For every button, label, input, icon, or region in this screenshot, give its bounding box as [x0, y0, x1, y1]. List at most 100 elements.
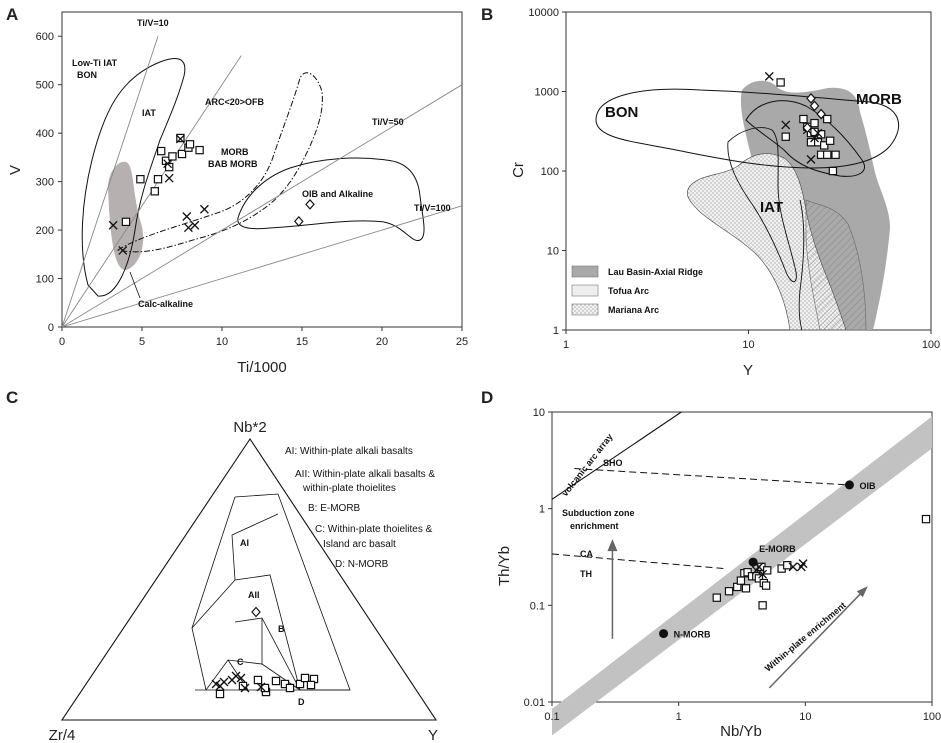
legend-swatch: [571, 265, 599, 278]
d-field-label: CA: [580, 549, 593, 559]
b-y-tick-label: 1: [553, 325, 559, 337]
a-x-tick-label: 0: [59, 336, 65, 348]
a-x-tick-label: 15: [296, 336, 308, 348]
a-x-tick-label: 5: [139, 336, 145, 348]
sho-boundary: [574, 468, 849, 486]
panel-a-points: [108, 133, 315, 255]
a-point-diamond: [305, 198, 315, 210]
d-field-label: TH: [580, 569, 592, 579]
a-field-label: BAB MORB: [208, 159, 258, 169]
a-field-label: Ti/V=50: [372, 117, 404, 127]
b-point-square: [823, 150, 832, 159]
b-point-cross: [810, 133, 819, 143]
ternary-field-label: AII: [248, 590, 260, 600]
within-plate-arrow-line: [768, 587, 867, 689]
ternary-legend-line: B: E-MORB: [308, 503, 361, 514]
reference-point-0: [659, 629, 669, 639]
c-point-cross: [231, 671, 241, 681]
d-field-label: Within-plate enrichment: [763, 600, 848, 674]
ternary-legend-line: Island arc basalt: [323, 539, 396, 550]
d-x-tick-label: 0.1: [544, 711, 559, 723]
b-field-label: BON: [605, 104, 638, 121]
a-y-tick-label: 100: [36, 274, 54, 286]
b-point-square: [781, 132, 790, 141]
reference-point-2: [844, 480, 854, 490]
c-point-square: [271, 676, 281, 686]
legend-swatch: [571, 303, 599, 316]
b-point-cross: [806, 154, 816, 164]
c-point-square: [215, 689, 225, 699]
ternary-field-boundary: [205, 618, 263, 691]
legend-label: Tofua Arc: [608, 286, 649, 296]
a-point-square: [177, 149, 187, 159]
ternary-apex-right: Y: [428, 727, 438, 743]
a-y-tick-label: 500: [36, 80, 54, 92]
ternary-legend-line: within-plate thoielites: [302, 483, 396, 494]
a-point-square: [150, 187, 159, 196]
a-point-cross: [175, 134, 185, 144]
morb-field-outline: [116, 72, 323, 253]
a-field-label: BON: [77, 70, 97, 80]
a-point-square: [153, 174, 163, 184]
calc-alkaline-leader: [129, 271, 141, 299]
b-point-diamond: [816, 108, 826, 120]
ternary-field-boundary: [191, 574, 301, 691]
d-field-label: Subduction zone: [562, 508, 635, 518]
ti-v-line-4: [61, 205, 463, 328]
a-x-tick-label: 20: [376, 336, 388, 348]
reference-point-label: N-MORB: [674, 630, 711, 640]
c-point-square: [300, 673, 310, 683]
a-point-square: [168, 152, 177, 161]
panel-b-fields: [595, 80, 900, 331]
ternary-field-label: D: [298, 697, 305, 707]
a-field-label: Calc-alkaline: [138, 299, 193, 309]
d-point-cross: [798, 559, 808, 569]
panel-letter-b: B: [481, 5, 493, 24]
b-point-diamond: [802, 122, 813, 134]
a-point-square: [121, 217, 131, 227]
b-y-tick-label: 10000: [528, 7, 559, 19]
d-y-tick-label: 0.1: [530, 600, 545, 612]
panel-a-fields: [81, 58, 425, 297]
d-point-square: [712, 593, 721, 602]
panel-a-y-axis-title: V: [7, 165, 24, 175]
a-point-square: [157, 146, 166, 156]
b-point-square: [831, 150, 840, 159]
panel-letter-a: A: [6, 5, 18, 24]
ca-th-boundary: [551, 553, 725, 570]
b-point-square: [825, 136, 835, 145]
ternary-field-label: AI: [240, 538, 249, 548]
d-point-square: [741, 584, 751, 593]
ternary-apex-left: Zr/4: [49, 727, 76, 743]
a-point-cross: [182, 212, 192, 221]
a-point-cross: [183, 223, 193, 233]
b-point-diamond: [809, 100, 820, 112]
b-point-cross: [781, 120, 791, 130]
ternary-field-boundary: [231, 513, 279, 581]
b-point-square: [810, 118, 819, 128]
legend-label: Mariana Arc: [608, 305, 659, 315]
d-y-tick-label: 1: [539, 504, 545, 516]
b-y-tick-label: 1000: [535, 87, 559, 99]
ternary-field-label: C: [237, 657, 244, 667]
a-point-cross: [190, 220, 200, 230]
panel-letter-c: C: [6, 388, 18, 407]
panel-a-x-axis-title: Ti/1000: [237, 359, 286, 376]
iat-outline: [727, 127, 797, 283]
ternary-apex-top: Nb*2: [233, 419, 266, 436]
d-point-cross: [788, 562, 798, 572]
d-y-tick-label: 0.01: [524, 697, 545, 709]
b-y-tick-label: 100: [541, 166, 559, 178]
subduction-arrow-head: [607, 539, 618, 552]
b-point-square: [776, 78, 785, 87]
a-point-cross: [118, 245, 128, 255]
b-point-diamond: [806, 92, 816, 104]
a-field-label: Ti/V=10: [137, 18, 169, 28]
a-point-cross: [163, 159, 173, 169]
d-point-cross: [754, 562, 764, 572]
